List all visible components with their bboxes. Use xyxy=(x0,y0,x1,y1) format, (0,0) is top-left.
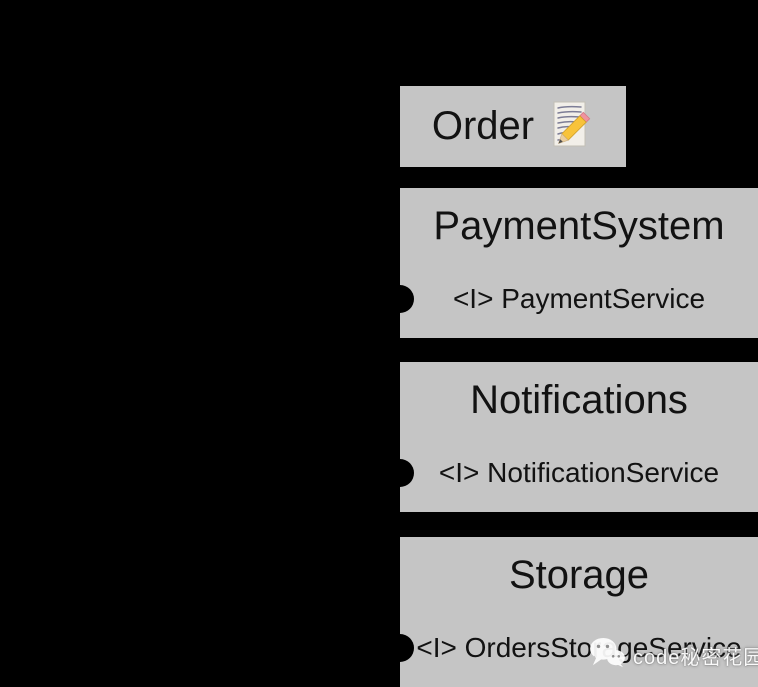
order-node-label: Order xyxy=(431,104,535,148)
component-title: Notifications xyxy=(470,378,688,422)
interface-label: <I> OrdersStorageService xyxy=(416,632,742,663)
interface-port-icon xyxy=(386,459,414,487)
memo-icon xyxy=(546,101,594,159)
component-notifications: Notifications <I> NotificationService xyxy=(386,362,758,512)
interface-label: <I> NotificationService xyxy=(438,457,720,488)
interface-port-icon xyxy=(386,285,414,313)
interface-port-icon xyxy=(386,634,414,662)
interface-label: <I> PaymentService xyxy=(452,283,706,314)
order-node: Order xyxy=(400,86,626,167)
component-storage: Storage <I> OrdersStorageService xyxy=(386,537,758,687)
component-title: Storage xyxy=(508,553,650,597)
component-title: PaymentSystem xyxy=(433,204,725,248)
component-paymentsystem: PaymentSystem <I> PaymentService xyxy=(386,188,758,338)
